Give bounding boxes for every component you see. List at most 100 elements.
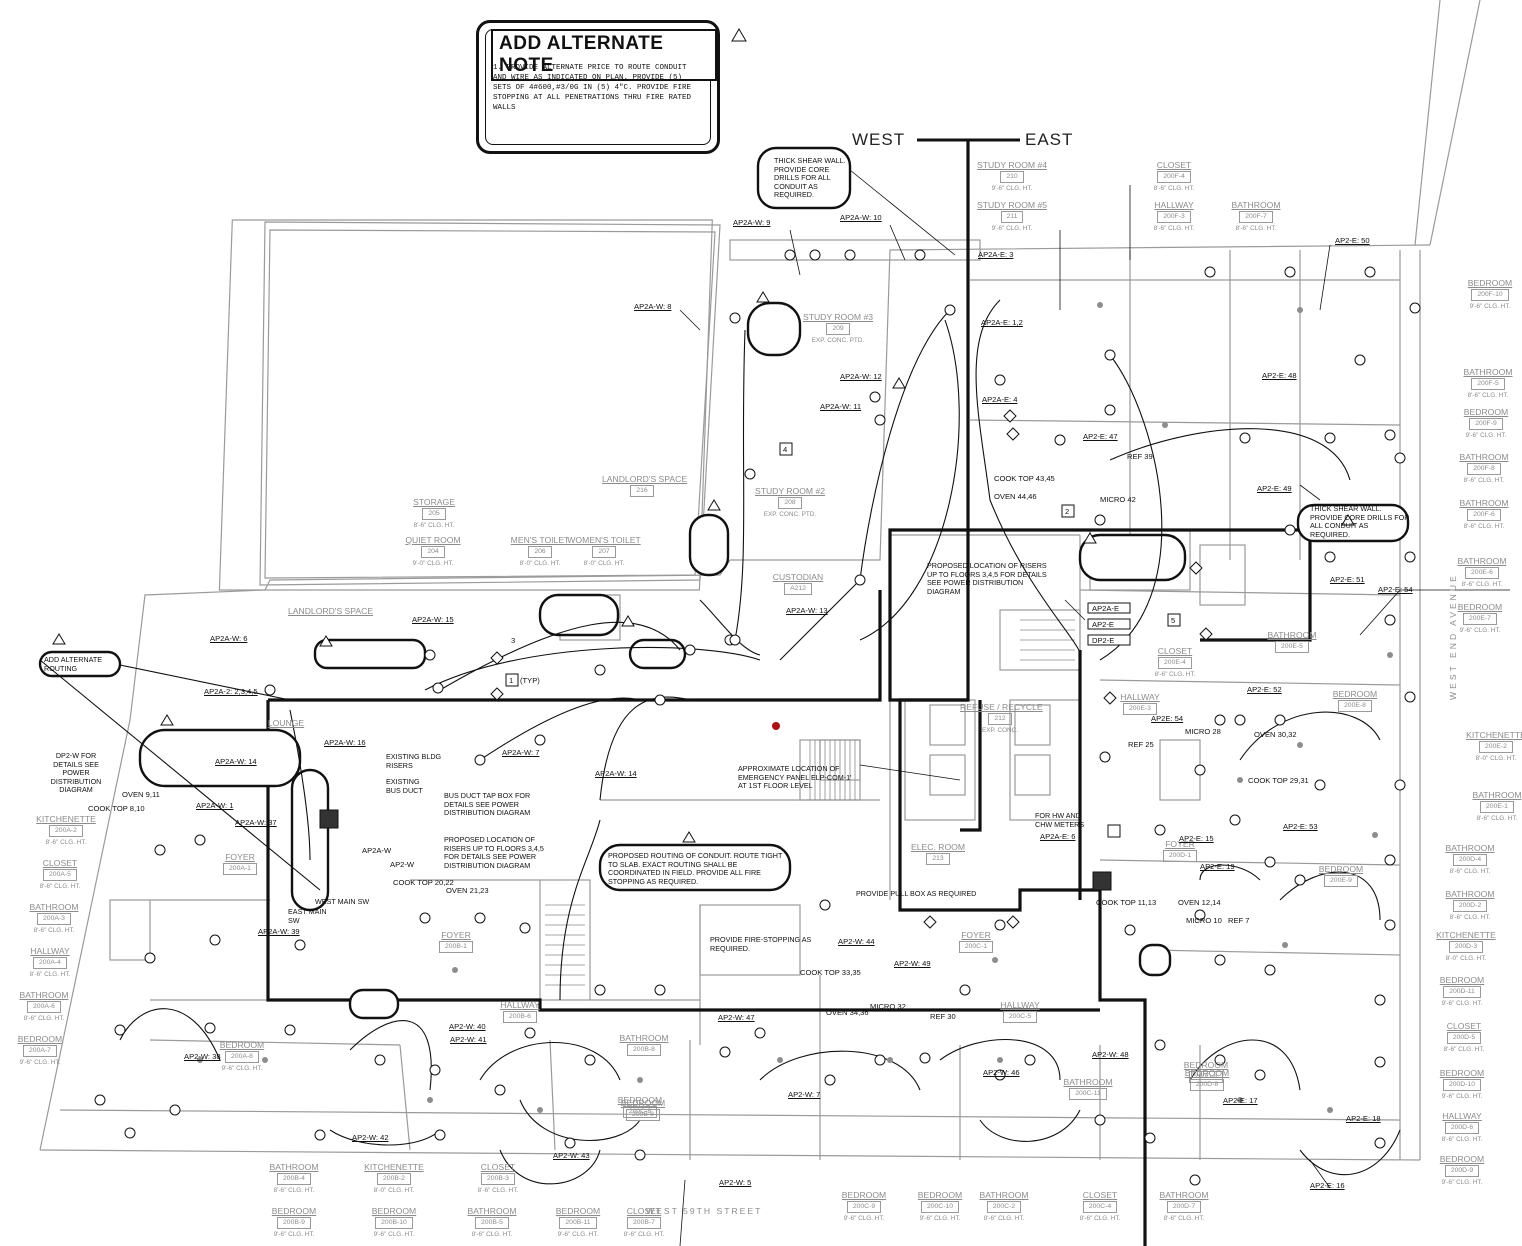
ceiling-height: 9'-6" CLG. HT. (19, 1059, 61, 1066)
note-body: 1. PROVIDE ALTERNATE PRICE TO ROUTE COND… (493, 64, 692, 112)
conduit-routing (266, 140, 1312, 1246)
tag-markers (490, 409, 1213, 929)
room-name: BEDROOM (1457, 602, 1503, 612)
ceiling-height: 9'-6" CLG. HT. (1441, 1179, 1483, 1186)
circuit-label: AP2A-W: 16 (324, 738, 366, 747)
shear-wall-callout-1: THICK SHEAR WALL. PROVIDE CORE DRILLS FO… (774, 156, 846, 200)
room-name: BEDROOM (271, 1206, 317, 1216)
room-name: STUDY ROOM #3 (802, 312, 874, 322)
circuit-label: AP2A-E: 4 (982, 395, 1018, 404)
room-name: BEDROOM (1318, 864, 1364, 874)
room-name: LANDLORD'S SPACE (602, 474, 688, 484)
circuit-label: AP2-E: 52 (1247, 685, 1282, 694)
ceiling-height: 9'-6" CLG. HT. (843, 1215, 885, 1222)
room-number: 200D-5 (1446, 1032, 1482, 1044)
room-number: 200C-5 (1002, 1011, 1038, 1023)
pull-boxes (319, 809, 1112, 891)
emergency-panel-marker (772, 722, 780, 730)
ceiling-height: 9'-6" CLG. HT. (221, 1065, 263, 1072)
room-name: HALLWAY (1000, 1000, 1040, 1010)
room-number: 200B-10 (375, 1217, 413, 1229)
room-name: BEDROOM (1183, 1060, 1229, 1070)
room-number: 200C-4 (1082, 1201, 1118, 1213)
room-name: BEDROOM (1467, 278, 1513, 288)
conduit-routing-callout: PROPOSED ROUTING OF CONDUIT. ROUTE TIGHT… (608, 851, 783, 886)
ceiling-height: 8'-6" CLG. HT. (1153, 225, 1195, 232)
circuit-label: AP2-E: 18 (1346, 1114, 1381, 1123)
risers-callout-east: PROPOSED LOCATION OF RISERS UP TO FLOORS… (927, 561, 1047, 596)
ceiling-height: 8'-6" CLG. HT. (1449, 868, 1491, 875)
room-name: BATHROOM (467, 1206, 517, 1216)
ceiling-height: 8'-6" CLG. HT. (273, 1187, 315, 1194)
room-number: 200F-8 (1467, 463, 1501, 475)
room-number: 200D-9 (1444, 1165, 1480, 1177)
room-number: 208 (778, 497, 802, 509)
ceiling-height: 8'-6" CLG. HT. (983, 1215, 1025, 1222)
room-number: 200F-10 (1471, 289, 1509, 301)
room-name: BEDROOM (1439, 975, 1485, 985)
ceiling-height: 9'-6" CLG. HT. (1469, 303, 1511, 310)
revision-triangles (52, 28, 1355, 843)
room-name: CLOSET (1157, 646, 1193, 656)
ref-label-5: REF 7 (1228, 916, 1250, 925)
room-number: 200E-8 (1338, 700, 1372, 712)
hw-meters-callout: FOR HW AND CHW METERS (1035, 811, 1085, 829)
room-name: FOYER (441, 930, 471, 940)
room-name: BATHROOM (1457, 556, 1507, 566)
room-name: STUDY ROOM #2 (754, 486, 826, 496)
room-number: 205 (422, 508, 446, 520)
circuit-label: AP2-E: 17 (1223, 1096, 1258, 1105)
room-name: BATHROOM (1463, 367, 1513, 377)
room-name: HALLWAY (500, 1000, 540, 1010)
room-name: BEDROOM (841, 1190, 887, 1200)
room-number: 200A-1 (223, 863, 257, 875)
room-number: 200E-6 (1465, 567, 1499, 579)
ceiling-height: 8'-6" CLG. HT. (413, 522, 455, 529)
leader-lines (679, 169, 1510, 1246)
room-number: 200C-1 (958, 941, 994, 953)
circuit-label: AP2-W: 7 (788, 1090, 821, 1099)
room-number: 200B-11 (559, 1217, 597, 1229)
room-number: 200D-11 (1443, 986, 1481, 998)
room-number: 200A-8 (225, 1051, 259, 1063)
tag-4: 4 (783, 445, 788, 454)
room-name: CLOSET (480, 1162, 516, 1172)
room-name: WOMEN'S TOILET (567, 535, 641, 545)
ceiling-height: 9'-6" CLG. HT. (273, 1231, 315, 1238)
room-number: 200F-4 (1157, 171, 1191, 183)
room-name: STUDY ROOM #4 (976, 160, 1048, 170)
room-number: 200B-8 (627, 1044, 661, 1056)
room-name: MEN'S TOILET (510, 535, 570, 545)
room-number: 200B-6 (503, 1011, 537, 1023)
circuit-label: AP2A-W: 7 (502, 748, 540, 757)
circuit-label: AP2A-W: 9 (733, 218, 771, 227)
west-main-sw-label: WEST MAIN SW (315, 897, 370, 906)
room-number: 200F-3 (1157, 211, 1191, 223)
room-number: 200A-6 (27, 1001, 61, 1013)
pull-box-callout: PROVIDE PULL BOX AS REQUIRED (856, 889, 977, 898)
circuit-label: AP2-E: 54 (1378, 585, 1413, 594)
circuit-label: AP2-W: 49 (894, 959, 931, 968)
ceiling-fixtures (197, 302, 1393, 1113)
